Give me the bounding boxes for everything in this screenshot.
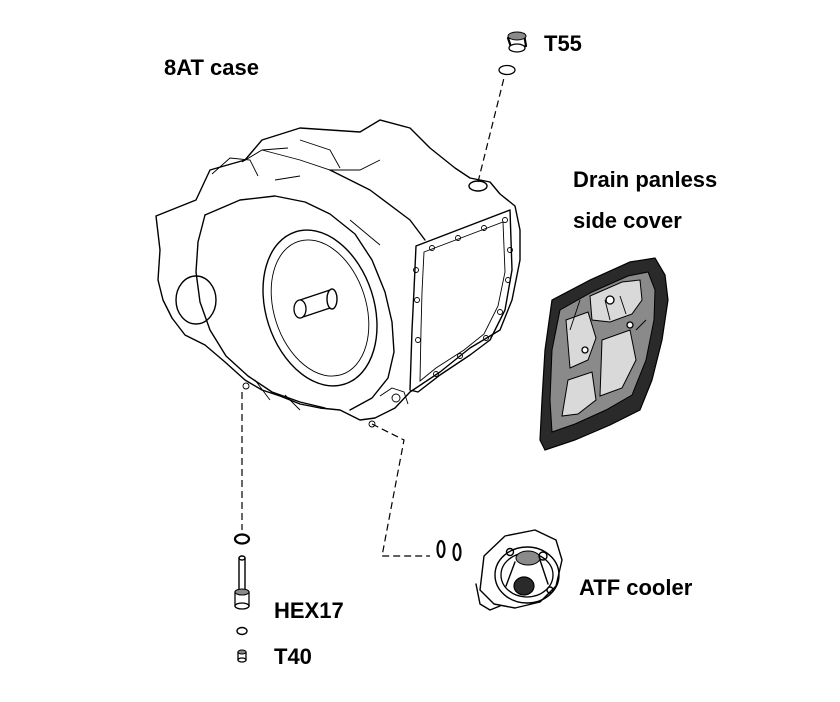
label-t40: T40 — [274, 644, 312, 669]
cooler-o-rings — [436, 539, 462, 562]
hex17-plug-stack — [233, 533, 251, 663]
label-side-cover-line2: side cover — [573, 208, 682, 233]
label-atf-cooler: ATF cooler — [579, 575, 693, 600]
label-hex17: HEX17 — [274, 598, 344, 623]
transmission-case — [155, 119, 521, 428]
t55-plug — [498, 31, 528, 76]
label-t55: T55 — [544, 31, 582, 56]
label-8at-case: 8AT case — [164, 55, 259, 80]
label-side-cover-line1: Drain panless — [573, 167, 718, 192]
atf-cooler — [475, 529, 563, 611]
leader-lines — [241, 77, 505, 557]
drain-panless-side-cover — [539, 257, 669, 451]
